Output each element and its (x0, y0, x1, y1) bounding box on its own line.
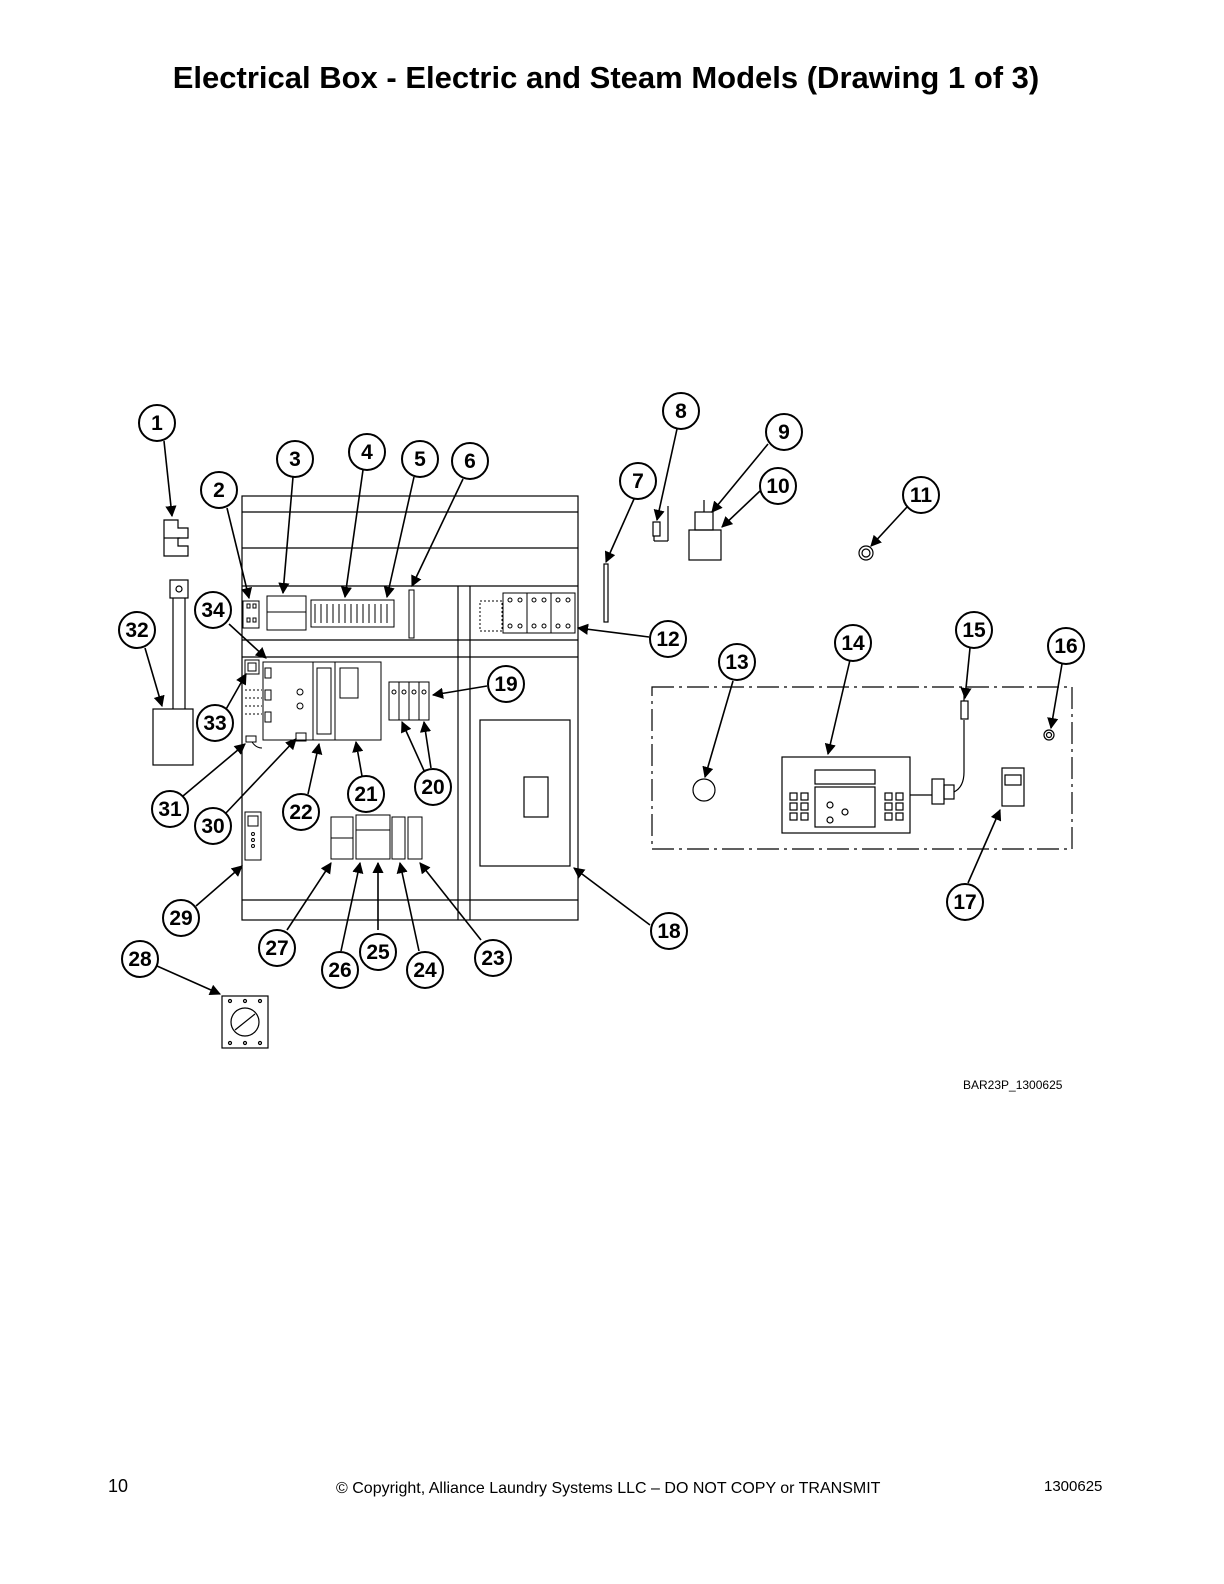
callout-bubbles: 1 2 3 4 5 6 7 8 9 10 11 12 13 14 15 16 1… (118, 392, 1085, 989)
callout-26: 26 (321, 951, 359, 989)
callout-22: 22 (282, 793, 320, 831)
svg-text:13: 13 (725, 651, 748, 674)
svg-text:31: 31 (158, 798, 182, 821)
page-number: 10 (108, 1476, 129, 1496)
callout-7: 7 (619, 462, 657, 500)
page-title: Electrical Box - Electric and Steam Mode… (172, 60, 1040, 95)
callout-17: 17 (946, 883, 984, 921)
svg-text:32: 32 (125, 619, 148, 642)
svg-text:5: 5 (414, 448, 426, 471)
svg-text:16: 16 (1054, 635, 1077, 658)
callout-24: 24 (406, 951, 444, 989)
svg-text:3: 3 (289, 448, 301, 471)
svg-text:15: 15 (962, 619, 986, 642)
callout-10: 10 (759, 467, 797, 505)
svg-text:19: 19 (494, 673, 517, 696)
callout-4: 4 (348, 433, 386, 471)
part-7-rod (603, 563, 609, 623)
callout-3: 3 (276, 440, 314, 478)
part-29-module (244, 811, 262, 861)
bottom-rail-components (330, 814, 423, 860)
part-18-cover (479, 719, 571, 867)
plc-module (244, 659, 382, 749)
callout-16: 16 (1047, 627, 1085, 665)
svg-text:34: 34 (201, 599, 225, 622)
callout-33: 33 (196, 704, 234, 742)
part-11-knob (858, 545, 874, 561)
callout-2: 2 (200, 471, 238, 509)
svg-text:12: 12 (656, 628, 679, 651)
callout-23: 23 (474, 939, 512, 977)
svg-text:8: 8 (675, 400, 687, 423)
callout-21: 21 (347, 775, 385, 813)
svg-text:11: 11 (910, 484, 933, 507)
leader-lines (144, 428, 1063, 996)
copyright-notice: © Copyright, Alliance Laundry Systems LL… (336, 1480, 881, 1497)
callout-11: 11 (902, 476, 940, 514)
callout-18: 18 (650, 912, 688, 950)
callout-32: 32 (118, 611, 156, 649)
svg-text:18: 18 (657, 920, 681, 943)
svg-text:30: 30 (201, 815, 224, 838)
svg-text:1: 1 (151, 412, 163, 435)
callout-27: 27 (258, 929, 296, 967)
callout-8: 8 (662, 392, 700, 430)
svg-text:22: 22 (289, 801, 312, 824)
svg-text:23: 23 (481, 947, 504, 970)
svg-text:17: 17 (953, 891, 976, 914)
svg-text:20: 20 (421, 776, 444, 799)
callout-31: 31 (151, 790, 189, 828)
callout-15: 15 (955, 611, 993, 649)
callout-13: 13 (718, 643, 756, 681)
part-28-rotary-switch (221, 995, 269, 1049)
callout-34: 34 (194, 591, 232, 629)
svg-text:4: 4 (361, 441, 373, 464)
svg-text:29: 29 (169, 907, 192, 930)
svg-text:26: 26 (328, 959, 351, 982)
callout-19: 19 (487, 665, 525, 703)
callout-20: 20 (414, 768, 452, 806)
svg-text:24: 24 (413, 959, 437, 982)
svg-text:9: 9 (778, 421, 790, 444)
part-12-contactors (479, 592, 576, 634)
document-number: 1300625 (1044, 1478, 1103, 1495)
callout-28: 28 (121, 940, 159, 978)
callout-14: 14 (834, 624, 872, 662)
figure-id: BAR23P_1300625 (963, 1078, 1063, 1092)
top-rail-components (242, 589, 415, 639)
svg-text:25: 25 (366, 941, 390, 964)
callout-5: 5 (401, 440, 439, 478)
svg-text:27: 27 (265, 937, 288, 960)
callout-6: 6 (451, 442, 489, 480)
callout-30: 30 (194, 807, 232, 845)
callout-9: 9 (765, 413, 803, 451)
electrical-panel (241, 495, 579, 921)
parts-8-9-10 (652, 500, 722, 561)
svg-text:7: 7 (632, 470, 644, 493)
svg-text:10: 10 (766, 475, 789, 498)
svg-text:14: 14 (841, 632, 865, 655)
part-1-bracket (163, 519, 189, 557)
svg-text:21: 21 (354, 783, 378, 806)
callout-1: 1 (138, 404, 176, 442)
callout-12: 12 (649, 620, 687, 658)
part-32-mount (152, 579, 194, 766)
callout-25: 25 (359, 933, 397, 971)
svg-text:28: 28 (128, 948, 152, 971)
door-panel-outline (651, 686, 1073, 850)
callout-29: 29 (162, 899, 200, 937)
svg-text:6: 6 (464, 450, 476, 473)
svg-text:33: 33 (203, 712, 226, 735)
part-19-terminals (388, 681, 430, 721)
svg-text:2: 2 (213, 479, 225, 502)
